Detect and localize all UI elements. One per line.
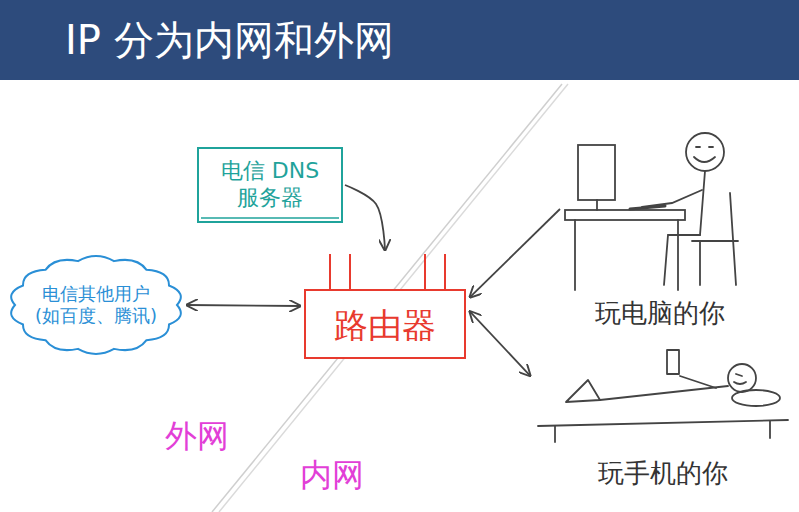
node-text: 玩手机的你	[555, 457, 770, 490]
region-label: 内网	[300, 455, 364, 495]
node-text: 电信 DNS 服务器	[210, 157, 330, 212]
router-outline	[305, 290, 465, 358]
router-antenna	[329, 254, 331, 290]
router-antenna	[349, 254, 351, 290]
connector-arrow	[187, 305, 300, 306]
dns-server-box: 电信 DNS 服务器	[195, 145, 345, 225]
connector-arrow	[345, 185, 385, 250]
phone-user-figure	[538, 350, 788, 442]
computer-user-figure	[565, 133, 738, 290]
node-text: 路由器	[312, 304, 458, 347]
dns-box-stroke	[201, 217, 339, 219]
node-text: 电信其他用户 (如百度、腾讯)	[29, 283, 163, 328]
region-label: 外网	[165, 416, 229, 456]
router-antenna	[444, 254, 446, 290]
cloud-outline	[11, 256, 181, 354]
router-antenna	[424, 254, 426, 290]
node-text: 玩电脑的你	[565, 297, 755, 330]
connector-arrow	[470, 312, 530, 376]
dns-box-outline	[198, 148, 342, 222]
connector-arrow	[470, 209, 560, 297]
phone-user-node: 玩手机的你	[530, 340, 792, 495]
external-users-cloud: 电信其他用户 (如百度、腾讯)	[5, 250, 187, 360]
router-box: 路由器	[300, 250, 470, 362]
computer-user-node: 玩电脑的你	[560, 135, 760, 335]
page-title: IP 分为内网和外网	[65, 12, 394, 68]
